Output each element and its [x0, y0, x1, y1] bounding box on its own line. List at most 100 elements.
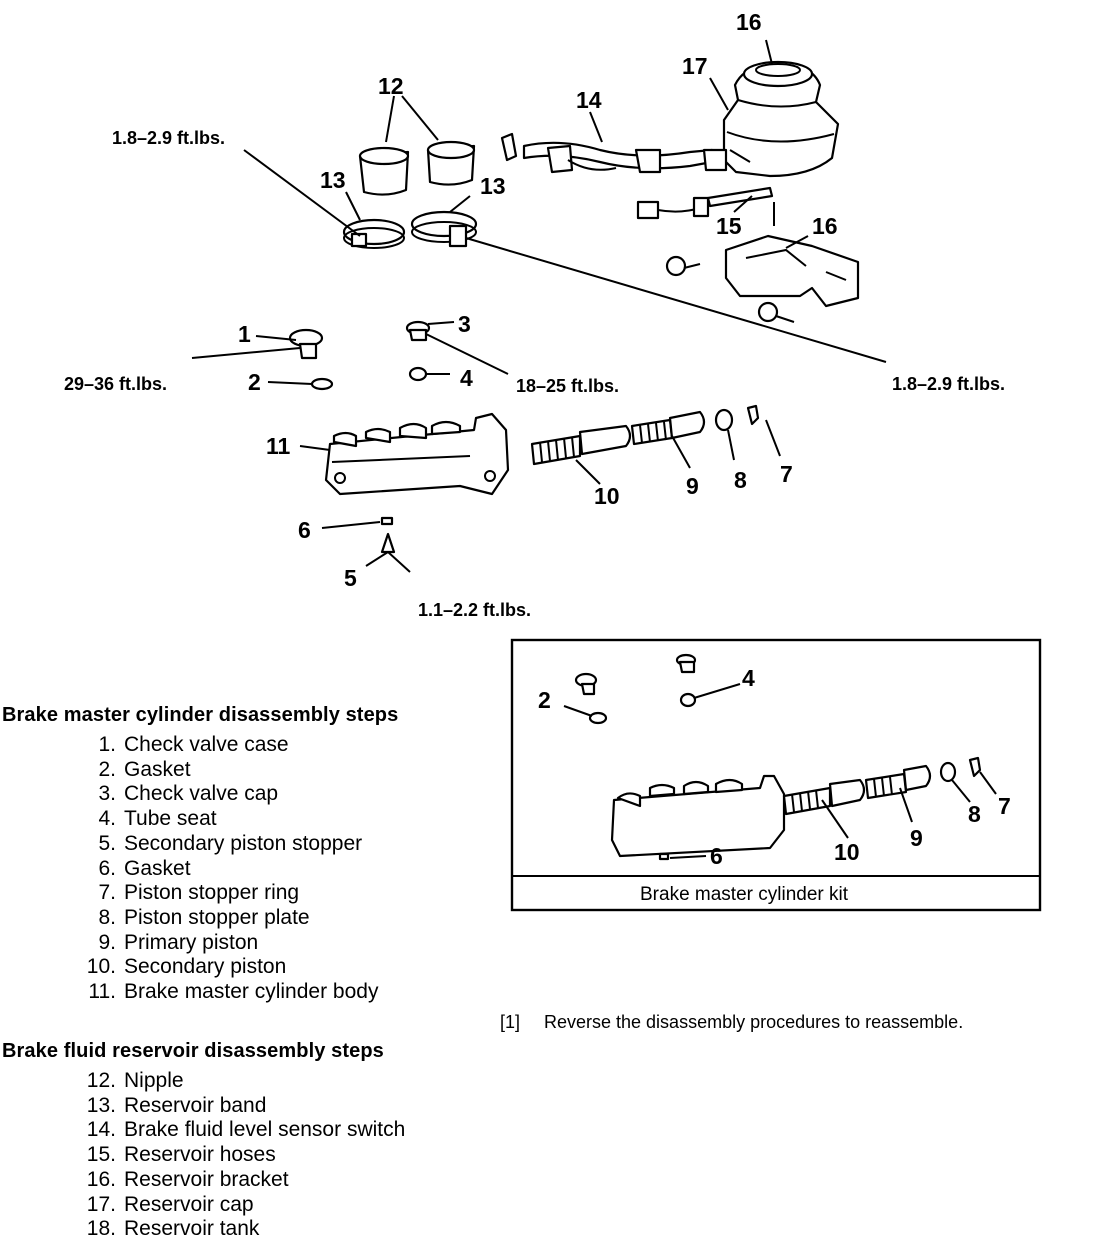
callout-10: 10 — [594, 483, 620, 509]
step-number: 17. — [86, 1192, 116, 1216]
callout-13b: 13 — [480, 173, 506, 199]
piston-stopper-plate — [714, 408, 734, 432]
callout-15: 14 — [576, 87, 602, 113]
callout-17: 16 — [736, 9, 762, 35]
callout-13a: 13 — [320, 167, 346, 193]
kit-callout-7: 7 — [998, 793, 1011, 819]
reservoir-cap — [742, 60, 814, 88]
step-item: 14. Brake fluid level sensor switch — [0, 1118, 406, 1143]
reassembly-note: [1] Reverse the disassembly procedures to… — [500, 1012, 963, 1033]
kit-gasket-6 — [658, 852, 670, 861]
check-valve-cap — [405, 320, 431, 342]
step-number: 9. — [98, 930, 116, 954]
kit-piston-stopper-ring — [968, 756, 982, 778]
step-number: 5. — [98, 831, 116, 855]
reservoir-bands — [342, 210, 478, 249]
kit-inset: Brake master cylinder kit — [510, 638, 1042, 912]
master-cylinder-heading: Brake master cylinder disassembly steps — [2, 704, 399, 726]
callout-18: 17 — [682, 53, 708, 79]
step-item: 18. Reservoir tank — [0, 1217, 405, 1242]
leader-lines — [191, 39, 887, 529]
kit-cylinder-body — [610, 774, 786, 858]
step-number: 12. — [86, 1069, 116, 1092]
kit-callout-4: 4 — [742, 665, 755, 691]
step-number: 10. — [86, 955, 116, 979]
step-text: Secondary piston stopper — [124, 831, 363, 855]
kit-callout-8: 8 — [968, 801, 981, 827]
callout-5: 5 — [344, 565, 357, 591]
gasket-2 — [310, 377, 334, 391]
step-number: 14. — [86, 1118, 116, 1142]
kit-callout-10: 10 — [834, 839, 860, 865]
step-text: Gasket — [124, 856, 191, 880]
step-item: 17. Reservoir cap — [0, 1193, 405, 1218]
step-number: 15. — [86, 1143, 116, 1167]
step-text: Reservoir cap — [124, 1192, 254, 1216]
callout-11: 11 — [266, 433, 291, 459]
step-item: 16.Reservoir bracket — [0, 1168, 405, 1193]
kit-piston-stopper-plate — [939, 761, 957, 783]
step-item: 11.Brake master cylinder body — [0, 980, 398, 1005]
step-text: Reservoir tank — [124, 1217, 260, 1241]
kit-tube-seat — [679, 692, 697, 708]
callout-8: 8 — [734, 467, 747, 493]
reservoir-hoses — [500, 132, 728, 174]
callout-2: 2 — [248, 369, 261, 395]
step-text: Check valve case — [124, 733, 289, 756]
callout-3: 3 — [458, 311, 471, 337]
note-tag: [1] — [500, 1012, 521, 1032]
level-sensor-switch — [636, 186, 775, 226]
step-item: 5. Secondary piston stopper — [0, 832, 398, 857]
reservoir-heading: Brake fluid reservoir disassembly steps — [2, 1040, 384, 1062]
step-item: 7. Piston stopper ring — [0, 881, 398, 906]
torque-check-valve-cap: 18–25 ft.lbs. — [516, 376, 619, 396]
master-cylinder-step-list: 1.Check valve case 2. Gasket 3. Check valv… — [0, 733, 398, 1005]
callout-1: 1 — [238, 321, 251, 347]
kit-check-valve-case — [574, 672, 598, 696]
step-item: 3. Check valve cap — [0, 782, 398, 807]
step-number: 8. — [98, 905, 116, 929]
kit-caption: Brake master cylinder kit — [640, 884, 849, 905]
note-text: Reverse the disassembly procedures to re… — [544, 1012, 964, 1032]
step-text: Brake master cylinder body — [124, 980, 379, 1004]
reservoir-tank — [722, 61, 840, 178]
primary-piston — [630, 410, 706, 446]
master-cylinder-body — [324, 412, 510, 496]
step-number: 6. — [98, 856, 116, 880]
step-text: Secondary piston — [124, 955, 287, 979]
step-item: 15.Reservoir hoses — [0, 1143, 405, 1168]
torque-right: 1.8–2.9 ft.lbs. — [892, 374, 1005, 394]
step-text: Check valve cap — [124, 782, 279, 806]
reservoir-bracket — [665, 234, 860, 323]
callout-16: 16 — [812, 213, 838, 239]
step-text: Piston stopper ring — [124, 881, 300, 905]
callout-7: 7 — [780, 461, 793, 487]
kit-callout-9: 9 — [910, 825, 923, 851]
piston-stopper-ring — [746, 404, 760, 426]
step-item: 9. Primary piston — [0, 931, 398, 956]
step-number: 18. — [86, 1217, 116, 1241]
step-number: 3. — [98, 782, 116, 806]
step-item: 1.Check valve case — [0, 733, 398, 758]
step-text: Primary piston — [124, 930, 259, 954]
step-text: Piston stopper plate — [124, 905, 310, 929]
secondary-piston-stopper — [365, 532, 411, 573]
torque-piston-stopper: 1.1–2.2 ft.lbs. — [418, 600, 531, 620]
step-number: 13. — [86, 1093, 116, 1117]
step-text: Brake fluid level sensor switch — [124, 1118, 406, 1142]
step-number: 4. — [98, 807, 116, 831]
step-number: 7. — [98, 881, 116, 905]
kit-check-valve-cap — [675, 653, 697, 674]
gasket-6 — [380, 516, 394, 526]
step-item: 6. Gasket — [0, 857, 398, 882]
callout-6: 6 — [298, 517, 311, 543]
reservoir-steps: Brake fluid reservoir disassembly steps … — [0, 1040, 405, 1242]
callout-numbers: 16 17 12 14 13 13 15 16 1 3 2 4 11 7 8 9… — [238, 9, 838, 591]
kit-primary-piston — [864, 764, 932, 800]
step-text: Reservoir band — [124, 1093, 267, 1117]
step-number: 2. — [98, 757, 116, 781]
kit-callout-2: 2 — [538, 687, 551, 713]
step-text: Reservoir bracket — [124, 1167, 289, 1191]
torque-labels: 1.8–2.9 ft.lbs. 1.8–2.9 ft.lbs. 29–36 ft… — [64, 128, 1005, 620]
